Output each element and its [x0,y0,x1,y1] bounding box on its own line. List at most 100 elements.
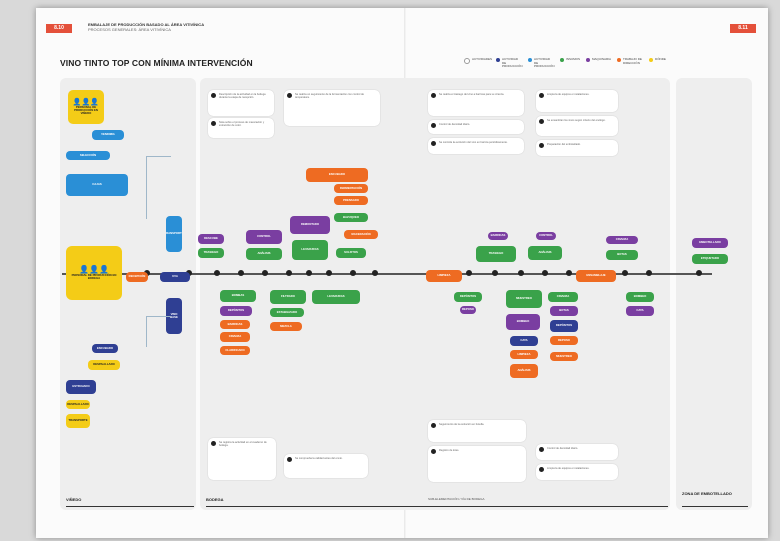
legend-item: ACTIVIDAD DE PRODUCCIÓN [496,57,523,69]
people-icon: 👤👤👤 [79,264,109,274]
timeline-node [566,270,572,276]
header-line-1: EMBALAJE DE PRODUCCIÓN BASADO AL ÁREA VI… [88,22,205,27]
activity-pill: BOMBAS [220,290,256,302]
activity-pill: CONTROL [246,230,282,244]
phase-axis [206,506,668,507]
legend-item: INSUMOS [560,57,581,62]
activity-pill: CRIANZA [548,292,578,302]
activity-pill: FERMENTACIÓN [334,184,368,193]
activity-pill: EMBOTELLADO [692,238,728,248]
activity-pill: DESPALILLADO [88,360,120,370]
activity-pill: MUESTREO [506,290,542,308]
legend-item: TRABAJO DE DIRECCIÓN [617,57,643,65]
legend-swatch [560,58,564,62]
activity-pill: BOTAS [550,306,578,316]
activity-pill: LIMPIEZA [510,350,538,359]
connector-line [146,316,171,347]
axis-label: SUB-ELEMENTACIÓN / VÍA DE BODEGA [428,497,485,501]
activity-pill: REPOSO [460,306,476,314]
bullet-icon [211,121,216,126]
legend-label: TRABAJO DE DIRECCIÓN [623,57,642,65]
page-number-right: 8.11 [730,24,756,33]
activity-pill: MEZCLA [270,322,302,331]
activity-pill: TRANSPORTE [66,414,90,428]
activity-pill: SULFITOS [336,248,366,258]
activity-pill: SELECCIÓN [66,151,110,160]
bullet-icon [539,143,544,148]
note-card: Limpieza de equipos e instalaciones. [536,464,618,480]
legend-label: DÓNDE [655,57,666,61]
bullet-icon [539,447,544,452]
note-card: Se realiza un seguimiento de la fermenta… [284,90,380,126]
note-text: Control de densidad diario. [547,447,579,450]
legend: ACTIVIDADES ACTIVIDAD DE PRODUCCIÓN ACTI… [464,57,666,69]
activity-pill: LIMPIEZA [426,270,462,282]
note-card: Seguimiento de la evolución en botella. [428,420,526,442]
note-text: Limpieza de equipos e instalaciones. [547,467,590,470]
bullet-icon [431,449,436,454]
note-card: Se ensamblan los vinos según criterio de… [536,116,618,136]
activity-pill: BOTAS [606,250,638,260]
activity-pill: FILTRADO [270,290,306,304]
activity-pill: CATA [510,336,538,346]
activity-pill: DEPÓSITOS [550,320,578,332]
activity-pill: BAZUQUEO [334,213,368,222]
timeline-node [542,270,548,276]
note-text: Se registra la actividad en el cuaderno … [219,441,267,447]
timeline-node [286,270,292,276]
activity-pill: LEVADURAS [292,240,328,260]
bullet-icon [211,441,216,446]
bullet-icon [431,123,436,128]
note-card: Se controla la evolución del vino en bar… [428,138,524,154]
activity-pill: DEPÓSITOS [220,306,252,316]
timeline-node [696,270,702,276]
activity-pill: CATA [626,306,654,316]
note-text: Control de densidad diario. [439,123,471,126]
timeline-node [214,270,220,276]
header-line-2: PROCESOS GENERALES: ÁREA VITIVÍNICA [88,27,171,32]
legend-swatch [528,58,532,62]
phase-label-vinedo: VIÑEDO [66,497,82,502]
legend-swatch [649,58,654,62]
timeline-node [622,270,628,276]
embotellado-panel [676,78,752,510]
activity-pill: LEVADURAS [312,290,360,304]
note-text: Nota sobre el proceso de maceración y ex… [219,121,265,127]
activity-pill: ETIQUETADO [692,254,728,264]
activity-pill: BARRICAS [220,320,250,329]
connector-line [146,156,171,219]
bullet-icon [539,93,544,98]
activity-pill: VINO BASE [166,298,182,334]
note-card: Se comprueba la calidad antes del envío. [284,454,368,478]
note-card: Descripción de la actividad en la bodega… [208,90,274,116]
legend-item: ACTIVIDADES [464,57,492,64]
activity-pill: TRASIEGO [476,246,516,262]
people-icon: 👤👤👤 [72,98,100,106]
note-card: Se registra la actividad en el cuaderno … [208,438,276,480]
note-card: Control de densidad diario. [428,120,524,134]
timeline-node [646,270,652,276]
vineyard-staff-label: PERSONAL DE PRODUCCIÓN EN VIÑEDO [74,104,98,116]
bullet-icon [431,93,436,98]
activity-pill: BOMBEO [506,314,540,330]
cellar-staff-label: PERSONAL DE PRODUCCIÓN EN BODEGA [71,272,117,280]
activity-pill: ENSAMBLAJE [576,270,616,282]
note-card: Preparación del embotellado. [536,140,618,156]
activity-pill: REMONTADO [290,216,330,234]
activity-pill: ESTRUJADO [66,380,96,394]
phase-axis [66,506,194,507]
timeline-node [262,270,268,276]
timeline-node [306,270,312,276]
legend-swatch [617,58,622,62]
cellar-staff-block: 👤👤👤 PERSONAL DE PRODUCCIÓN EN BODEGA [66,246,122,300]
activity-pill: ANÁLISIS [528,246,562,260]
legend-item: ACTIVIDAD DE PRODUCCIÓN [528,57,555,69]
note-text: Se realiza el trasiego del vino a barric… [439,93,505,96]
legend-label: ACTIVIDAD DE PRODUCCIÓN [534,57,555,69]
bullet-icon [539,467,544,472]
activity-pill: CRIANZA [220,332,250,342]
activity-pill: TRANSPORTE [166,216,182,252]
timeline-node [350,270,356,276]
note-card: Control de densidad diario. [536,444,618,460]
legend-label: INSUMOS [566,57,581,61]
